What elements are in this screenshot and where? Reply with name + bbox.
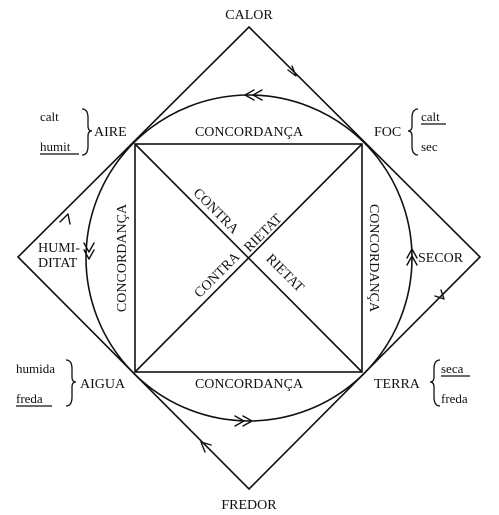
terra-quality-2: freda [441, 391, 468, 406]
terra-quality-1: seca [441, 361, 464, 376]
pole-bottom-label: FREDOR [221, 498, 277, 513]
double-arrow-left-icon [83, 242, 95, 260]
double-arrow-bottom-icon [234, 415, 253, 427]
pole-top-label: CALOR [225, 8, 273, 23]
double-arrow-right-icon [406, 248, 418, 266]
edge-label-top: CONCORDANÇA [195, 125, 304, 140]
diagonal-label-2a: CONTRA [192, 249, 244, 301]
aire-quality-2: humit [40, 139, 71, 154]
pole-left-label-line2: DITAT [38, 256, 78, 271]
foc-quality-2: sec [421, 139, 438, 154]
inner-square [134, 143, 363, 373]
diagonal-label-2b: RIETAT [242, 211, 286, 255]
edge-label-left: CONCORDANÇA [115, 203, 130, 312]
aigua-brace [65, 359, 77, 407]
arrow-right-bottom-icon [434, 289, 445, 300]
arrow-left-top-icon [59, 213, 71, 225]
foc-brace [407, 108, 419, 156]
diagonal-foc-aigua [134, 143, 363, 373]
cycle-circle [85, 94, 413, 422]
edge-label-right: CONCORDANÇA [366, 204, 381, 313]
double-arrow-top-icon [244, 89, 263, 101]
aigua-name: AIGUA [80, 377, 126, 392]
aigua-quality-2: freda [16, 391, 43, 406]
edge-label-bottom: CONCORDANÇA [195, 377, 304, 392]
terra-name: TERRA [374, 377, 421, 392]
pole-left-label-line1: HUMI- [38, 241, 80, 256]
arrow-bottom-left-icon [200, 441, 212, 453]
pole-right-label: SECOR [418, 251, 464, 266]
foc-quality-1: calt [421, 109, 440, 124]
aigua-quality-1: humida [16, 361, 55, 376]
aire-brace [81, 108, 93, 156]
outer-rhombus [16, 25, 482, 491]
diagonal-label-1a: CONTRA [190, 186, 242, 238]
arrow-top-right-icon [287, 65, 297, 77]
diagonal-label-1b: RIETAT [263, 252, 307, 296]
terra-brace [429, 359, 441, 407]
aire-name: AIRE [94, 125, 127, 140]
aire-quality-1: calt [40, 109, 59, 124]
foc-name: FOC [374, 125, 401, 140]
